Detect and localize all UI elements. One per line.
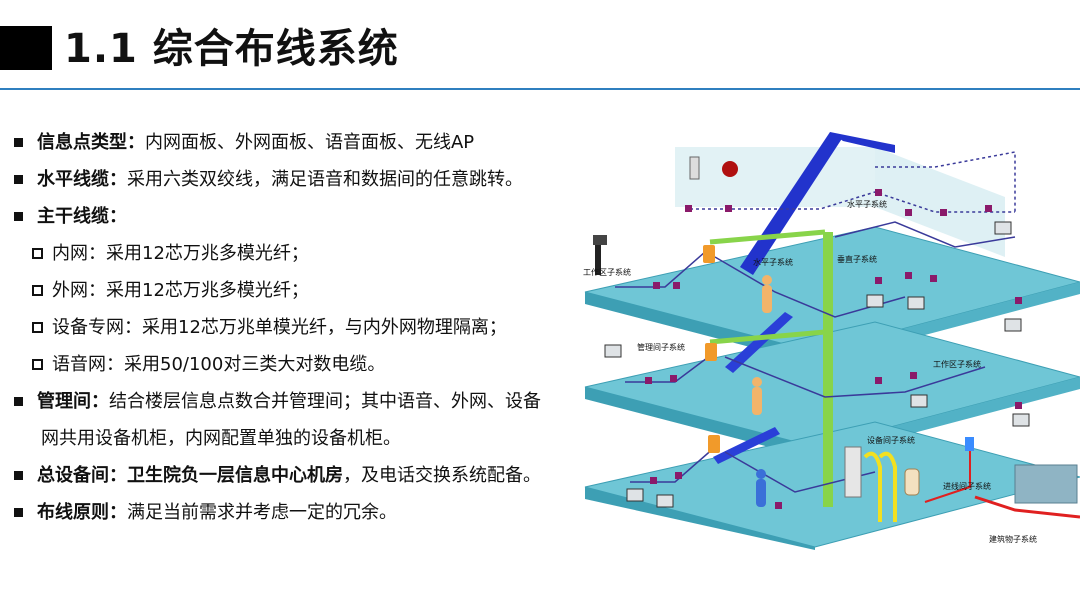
label-entrance: 进线间子系统 xyxy=(943,481,991,491)
bullet-item: 管理间：结合楼层信息点数合并管理间；其中语音、外网、设备 xyxy=(10,383,610,420)
label-building: 建筑物子系统 xyxy=(989,534,1037,544)
sub-item-text: 内网：采用12芯万兆多模光纤； xyxy=(52,243,309,264)
label-horizontal-top: 水平子系统 xyxy=(847,199,887,209)
server-rack xyxy=(844,446,862,498)
bullet-item: 水平线缆：采用六类双绞线，满足语音和数据间的任意跳转。 xyxy=(10,161,610,198)
bullet-square-icon xyxy=(14,137,23,147)
bullet-item: 总设备间：卫生院负一层信息中心机房，及电话交换系统配备。 xyxy=(10,457,610,494)
bullet-head: 信息点类型： xyxy=(37,132,145,153)
title-divider xyxy=(0,88,1080,90)
person-icon xyxy=(752,377,762,415)
cabling-diagram: 水平子系统 水平子系统 垂直子系统 工作区子系统 管理间子系统 工作区子系统 设… xyxy=(575,127,1080,550)
sub-item-text: 设备专网：采用12芯万兆单模光纤，与内外网物理隔离； xyxy=(52,317,507,338)
bullet-head: 总设备间： xyxy=(37,465,127,486)
entrance-box xyxy=(965,437,974,451)
side-wall xyxy=(875,147,1005,257)
computer-icons xyxy=(604,221,1030,508)
bullet-text: 满足当前需求并考虑一定的冗余。 xyxy=(127,502,397,523)
bullet-head: 水平线缆： xyxy=(37,169,127,190)
label-management: 管理间子系统 xyxy=(637,342,685,352)
label-work-area-right: 工作区子系统 xyxy=(933,359,981,369)
bullet-text: 内网面板、外网面板、语音面板、无线AP xyxy=(145,132,475,153)
bullet-square-icon xyxy=(14,211,23,221)
bullet-item: 信息点类型：内网面板、外网面板、语音面板、无线AP xyxy=(10,124,610,161)
equipment-cables xyxy=(863,451,897,522)
sub-item-text: 外网：采用12芯万兆多模光纤； xyxy=(52,280,309,301)
checkbox-square-icon xyxy=(32,284,43,296)
bullet-head: 主干线缆： xyxy=(37,206,127,227)
bullet-square-icon xyxy=(14,174,23,184)
camera-icon xyxy=(593,235,607,275)
sub-item: 设备专网：采用12芯万兆单模光纤，与内外网物理隔离； xyxy=(10,309,610,346)
bullet-square-icon xyxy=(14,470,23,480)
checkbox-square-icon xyxy=(32,358,43,370)
cabling-diagram-svg: 水平子系统 水平子系统 垂直子系统 工作区子系统 管理间子系统 工作区子系统 设… xyxy=(583,132,1080,550)
sub-item-text: 语音网：采用50/100对三类大对数电缆。 xyxy=(52,354,386,375)
sub-item: 外网：采用12芯万兆多模光纤； xyxy=(10,272,610,309)
building-cable xyxy=(974,495,1080,519)
access-panel-icon xyxy=(689,156,700,180)
bullet-square-icon xyxy=(14,396,23,406)
pbx-unit xyxy=(904,468,920,496)
outlets xyxy=(645,189,1022,509)
label-equipment: 设备间子系统 xyxy=(867,435,915,445)
sub-item: 语音网：采用50/100对三类大对数电缆。 xyxy=(10,346,610,383)
label-horizontal-mid: 水平子系统 xyxy=(753,257,793,267)
checkbox-square-icon xyxy=(32,247,43,259)
alarm-icon xyxy=(722,161,738,177)
vertical-riser xyxy=(823,232,833,507)
label-vertical: 垂直子系统 xyxy=(837,254,877,264)
bullet-head: 布线原则： xyxy=(37,502,127,523)
bullet-text: 采用六类双绞线，满足语音和数据间的任意跳转。 xyxy=(127,169,523,190)
entrance-cable xyxy=(924,451,971,503)
bullet-text-bold: 卫生院负一层信息中心机房 xyxy=(127,465,343,486)
backbone-tray-mid xyxy=(725,312,793,373)
back-wall xyxy=(675,147,875,207)
bullet-list: 信息点类型：内网面板、外网面板、语音面板、无线AP 水平线缆：采用六类双绞线，满… xyxy=(10,124,610,531)
person-icon xyxy=(756,469,766,507)
bullet-item: 布线原则：满足当前需求并考虑一定的冗余。 xyxy=(10,494,610,531)
page-title: 1.1 综合布线系统 xyxy=(64,26,399,72)
building-icon xyxy=(1014,464,1078,504)
label-work-area-left: 工作区子系统 xyxy=(583,267,631,277)
bullet-continuation: 网共用设备机柜，内网配置单独的设备机柜。 xyxy=(41,428,401,449)
bullet-head: 管理间： xyxy=(37,391,109,412)
management-boxes xyxy=(703,245,720,453)
sub-item: 内网：采用12芯万兆多模光纤； xyxy=(10,235,610,272)
backbone-tray-top xyxy=(830,132,895,153)
title-marker xyxy=(0,26,52,70)
checkbox-square-icon xyxy=(32,321,43,333)
vertical-riser-link xyxy=(709,229,826,245)
vertical-riser-link xyxy=(709,329,826,345)
person-icon xyxy=(762,275,772,313)
bullet-text: ，及电话交换系统配备。 xyxy=(343,465,541,486)
bullet-text: 结合楼层信息点数合并管理间；其中语音、外网、设备 xyxy=(109,391,541,412)
bullet-item: 主干线缆： xyxy=(10,198,610,235)
bullet-square-icon xyxy=(14,507,23,517)
